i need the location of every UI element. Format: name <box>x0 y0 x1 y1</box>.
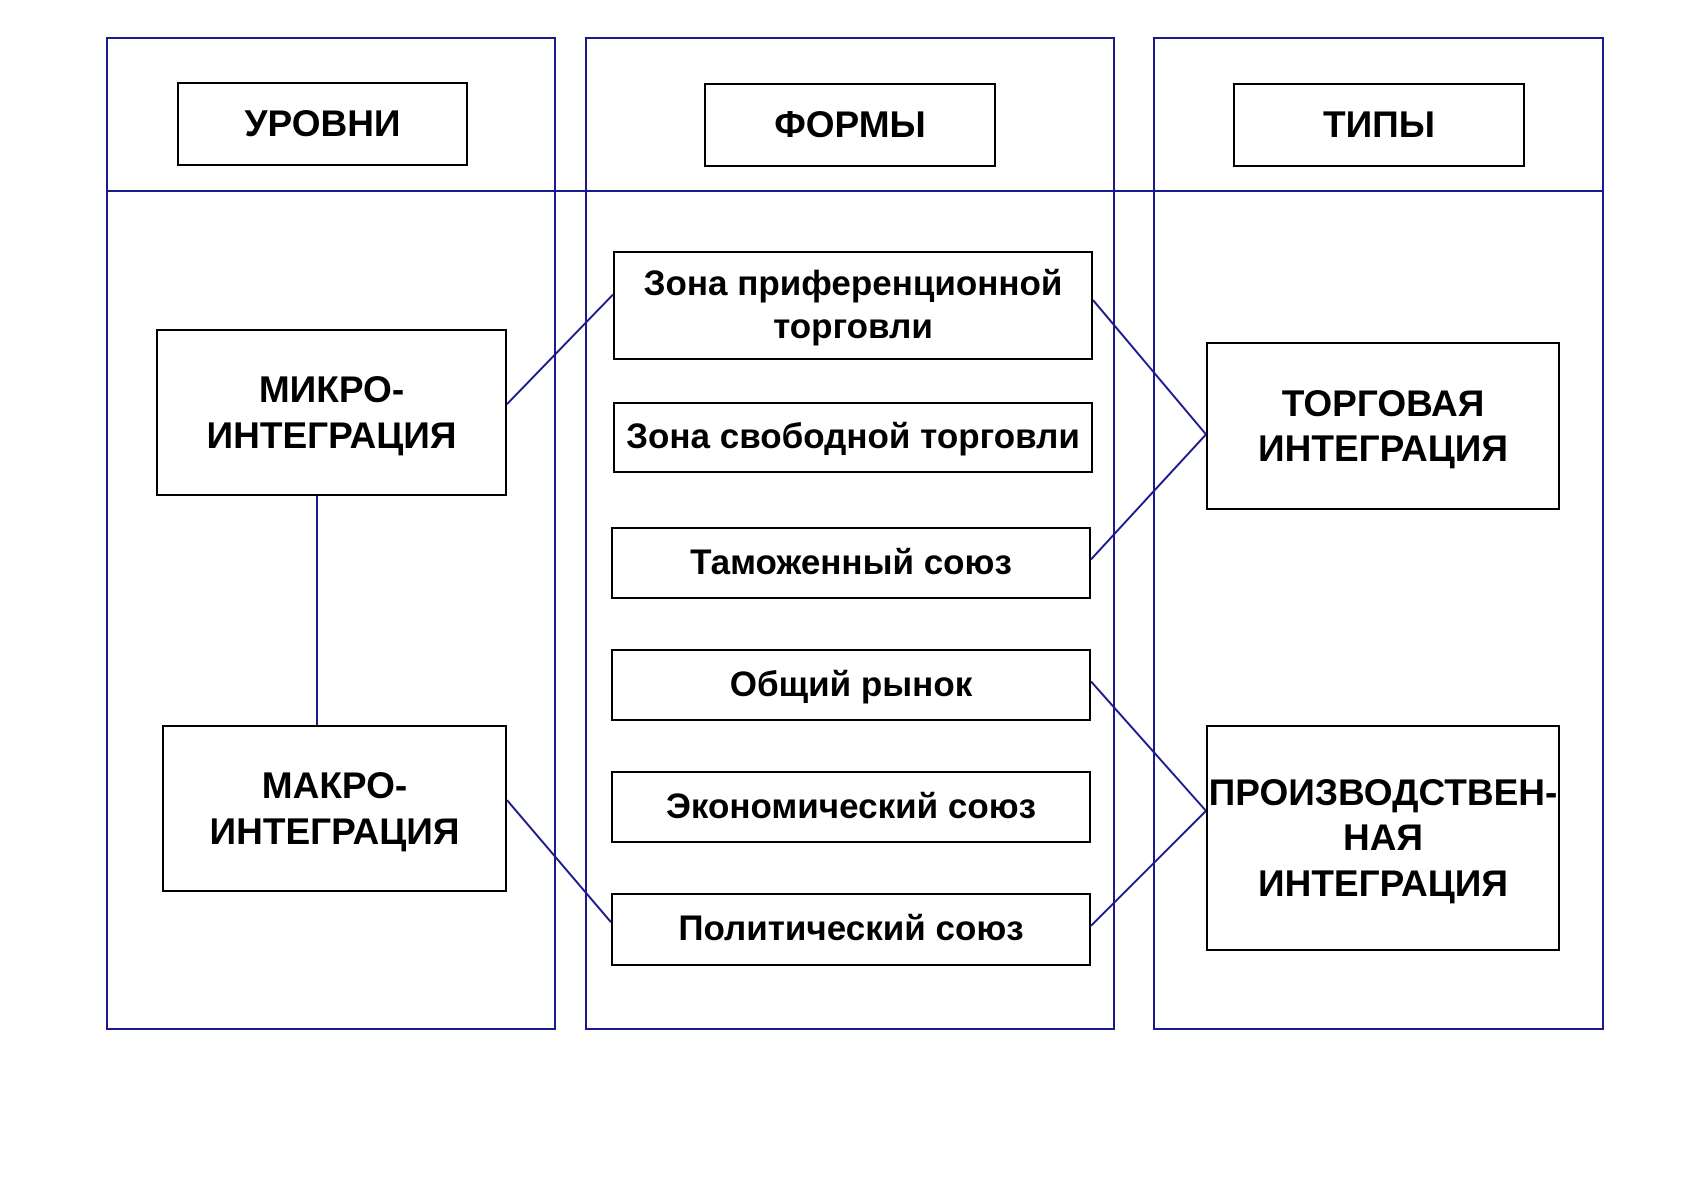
production-integration-box: ПРОИЗВОДСТВЕН- НАЯ ИНТЕГРАЦИЯ <box>1206 725 1560 951</box>
preferential-trade-zone-box: Зона приференционной торговли <box>613 251 1093 360</box>
levels-column <box>106 37 556 1030</box>
levels-header: УРОВНИ <box>177 82 468 166</box>
free-trade-zone-box: Зона свободной торговли <box>613 402 1093 473</box>
trade-integration-box: ТОРГОВАЯ ИНТЕГРАЦИЯ <box>1206 342 1560 510</box>
forms-header: ФОРМЫ <box>704 83 996 167</box>
common-market-box: Общий рынок <box>611 649 1091 721</box>
customs-union-box: Таможенный союз <box>611 527 1091 599</box>
political-union-box: Политический союз <box>611 893 1091 966</box>
header-separator <box>106 190 1604 192</box>
micro-integration-box: МИКРО- ИНТЕГРАЦИЯ <box>156 329 507 496</box>
macro-integration-box: МАКРО- ИНТЕГРАЦИЯ <box>162 725 507 892</box>
types-header: ТИПЫ <box>1233 83 1525 167</box>
economic-union-box: Экономический союз <box>611 771 1091 843</box>
